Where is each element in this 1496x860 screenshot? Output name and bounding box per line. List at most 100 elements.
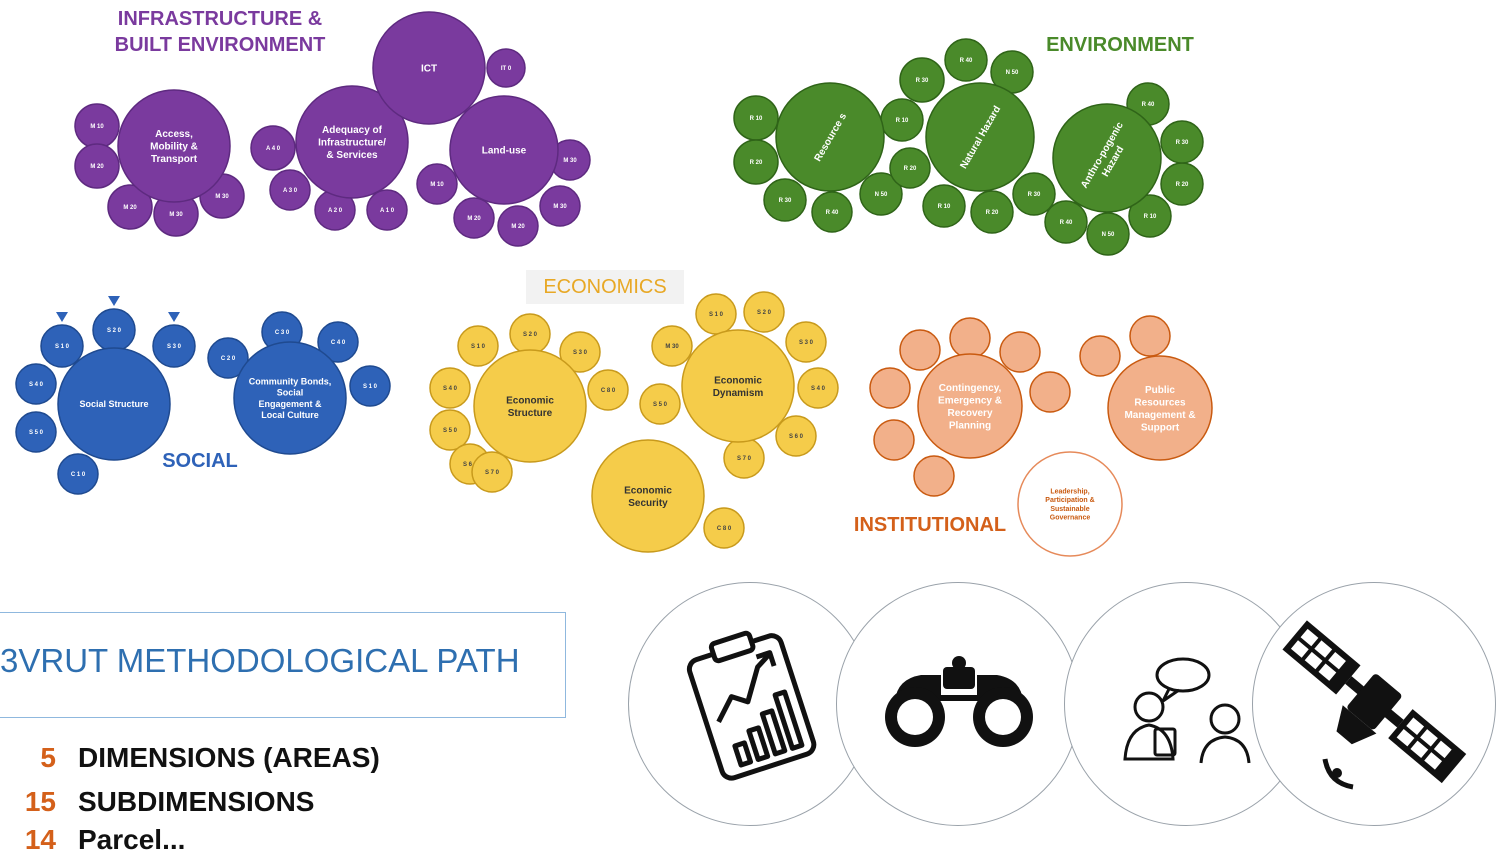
environment-indicator-label: R 10 — [1144, 214, 1157, 220]
economics-indicator-bubble — [797, 367, 839, 409]
infrastructure-indicator-label: M 10 — [90, 124, 104, 130]
environment-indicator-bubble — [944, 38, 988, 82]
environment-indicator-bubble — [1086, 212, 1130, 256]
infrastructure-indicator-label: M 20 — [511, 224, 525, 230]
infrastructure-indicator-bubble — [74, 143, 120, 189]
environment-indicator-label: R 40 — [1060, 220, 1073, 226]
environment-indicator-bubble — [1160, 120, 1204, 164]
infrastructure-indicator-label: A 4 0 — [266, 146, 281, 152]
institutional-indicator-bubble — [1029, 371, 1071, 413]
marker-icon — [56, 312, 68, 322]
environment-indicator-label: N 50 — [875, 192, 888, 198]
infrastructure-subdimension-bubble — [372, 11, 486, 125]
economics-indicator-bubble — [639, 383, 681, 425]
environment-indicator-label: R 30 — [779, 198, 792, 204]
social-title: SOCIAL — [162, 450, 238, 472]
economics-indicator-label: S 6 0 — [789, 434, 804, 440]
stat-label: DIMENSIONS (AREAS) — [78, 742, 380, 773]
satellite-icon — [1252, 582, 1496, 826]
stat-label: SUBDIMENSIONS — [78, 786, 315, 817]
environment-indicator-label: R 20 — [986, 210, 999, 216]
economics-indicator-bubble — [587, 369, 629, 411]
stat-number: 15 — [24, 786, 56, 817]
environment-indicator-label: R 40 — [1142, 102, 1155, 108]
infrastructure-indicator-bubble — [366, 189, 408, 231]
institutional-indicator-bubble — [873, 419, 915, 461]
social-subdimension-label: Social Structure — [79, 399, 148, 409]
infrastructure-indicator-bubble — [497, 205, 539, 247]
environment-indicator-label: N 50 — [1006, 70, 1019, 76]
binoculars-icon — [836, 582, 1080, 826]
economics-indicator-label: S 4 0 — [811, 386, 826, 392]
environment-subdimension-bubble — [925, 82, 1035, 192]
infrastructure-indicator-label: M 30 — [169, 212, 183, 218]
institutional-title: INSTITUTIONAL — [853, 514, 1007, 536]
social-indicator-label: S 1 0 — [363, 384, 378, 390]
economics-indicator-bubble — [471, 451, 513, 493]
economics-indicator-label: S 7 0 — [485, 470, 500, 476]
social-indicator-bubble — [15, 363, 57, 405]
environment-indicator-label: R 40 — [826, 210, 839, 216]
infrastructure-indicator-label: M 20 — [90, 164, 104, 170]
infrastructure-indicator-label: M 30 — [553, 204, 567, 210]
infrastructure-subdimension-bubble — [117, 89, 231, 203]
social-indicator-bubble — [317, 321, 359, 363]
economics-indicator-label: S 7 0 — [737, 456, 752, 462]
environment-indicator-bubble — [922, 184, 966, 228]
economics-subdimension-bubble — [681, 329, 795, 443]
infrastructure-indicator-bubble — [416, 163, 458, 205]
stat-number: 14 — [24, 824, 56, 855]
satellite-icon-graphic — [1282, 620, 1467, 790]
environment-indicator-bubble — [1128, 194, 1172, 238]
environment-indicator-bubble — [1012, 172, 1056, 216]
infrastructure-subdimension-label: Access,Mobility &Transport — [150, 129, 198, 165]
infrastructure-indicator-bubble — [453, 197, 495, 239]
economics-title: ECONOMICS — [526, 270, 684, 304]
economics-indicator-bubble — [457, 325, 499, 367]
economics-indicator-label: S 4 0 — [443, 386, 458, 392]
infrastructure-indicator-label: M 20 — [467, 216, 481, 222]
social-indicator-label: C 2 0 — [221, 356, 236, 362]
social-indicator-label: S 2 0 — [107, 328, 122, 334]
infrastructure-indicator-label: M 30 — [215, 194, 229, 200]
institutional-indicator-bubble — [869, 367, 911, 409]
environment-indicator-label: R 10 — [896, 118, 909, 124]
environment-indicator-label: R 30 — [916, 78, 929, 84]
environment-indicator-label: R 20 — [750, 160, 763, 166]
institutional-indicator-bubble — [913, 455, 955, 497]
binoculars-icon-graphic — [885, 656, 1033, 747]
infrastructure-indicator-bubble — [269, 169, 311, 211]
infrastructure-indicator-label: IT 0 — [501, 66, 512, 72]
social-indicator-bubble — [349, 365, 391, 407]
infrastructure-indicator-bubble — [539, 185, 581, 227]
institutional-indicator-bubble — [899, 329, 941, 371]
infrastructure-indicator-label: A 1 0 — [380, 208, 395, 214]
environment-indicator-label: R 10 — [750, 116, 763, 122]
economics-indicator-label: C 8 0 — [601, 388, 616, 394]
environment-indicator-label: R 20 — [904, 166, 917, 172]
environment-indicator-bubble — [970, 190, 1014, 234]
institutional-indicator-bubble — [949, 317, 991, 359]
economics-indicator-label: S 2 0 — [523, 332, 538, 338]
methodology-title: 3VRUT METHODOLOGICAL PATH — [0, 642, 520, 679]
environment-subdimension-bubble — [1052, 103, 1162, 213]
infrastructure-indicator-bubble — [250, 125, 296, 171]
social-indicator-label: C 4 0 — [331, 340, 346, 346]
methodology-box — [0, 612, 566, 718]
economics-indicator-bubble — [785, 321, 827, 363]
infrastructure-title: INFRASTRUCTURE & BUILT ENVIRONMENT — [114, 8, 326, 57]
social-indicator-bubble — [40, 324, 84, 368]
institutional-indicator-bubble — [999, 331, 1041, 373]
infrastructure-indicator-label: M 20 — [123, 205, 137, 211]
social-indicator-bubble — [57, 453, 99, 495]
environment-indicator-bubble — [889, 147, 931, 189]
social-indicator-label: C 3 0 — [275, 330, 290, 336]
infrastructure-subdimension-bubble — [295, 85, 409, 199]
